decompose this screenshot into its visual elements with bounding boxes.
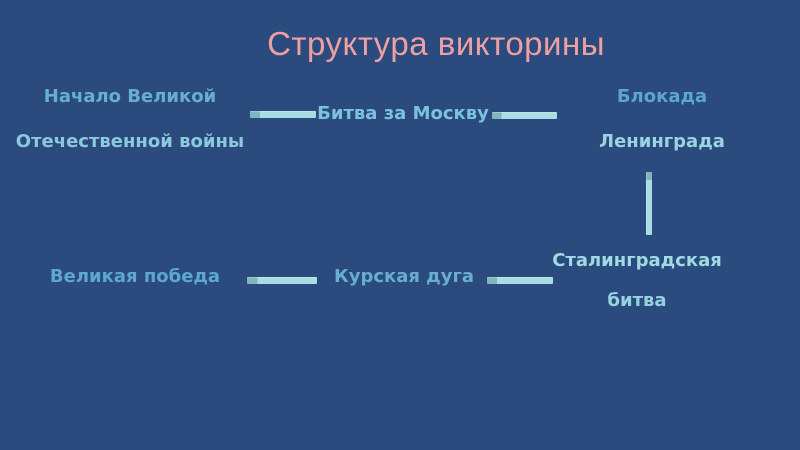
- node-stalingradskaya-bitva: Сталинградская битва: [552, 250, 722, 312]
- connector-stalingrad-to-kurskaya: [487, 277, 553, 284]
- node-label-line: Битва за Москву: [317, 103, 489, 124]
- node-velikaya-pobeda: Великая победа: [50, 266, 220, 288]
- node-label-line: Ленинграда: [599, 131, 725, 152]
- node-label-line: Курская дуга: [333, 266, 475, 287]
- node-label-line: Отечественной войны: [15, 131, 245, 152]
- node-label-line: Блокада: [616, 86, 708, 107]
- connector-nachalo-to-moskva: [250, 111, 316, 118]
- node-label-line: Начало Великой: [43, 86, 217, 107]
- connector-blokada-to-stalingrad: [646, 172, 652, 235]
- connector-kurskaya-to-pobeda: [247, 277, 317, 284]
- connector-moskva-to-blokada: [492, 112, 557, 119]
- node-blokada-leningrada: Блокада Ленинграда: [599, 86, 725, 153]
- node-kurskaya-duga: Курская дуга: [334, 266, 474, 288]
- node-label-line: Великая победа: [49, 266, 221, 287]
- node-label-line: битва: [607, 290, 667, 311]
- node-label-line: Сталинградская: [552, 250, 722, 271]
- slide-title: Структура викторины: [267, 25, 605, 62]
- node-bitva-za-moskvu: Битва за Москву: [317, 103, 489, 125]
- node-nachalo-voyny: Начало Великой Отечественной войны: [16, 86, 244, 153]
